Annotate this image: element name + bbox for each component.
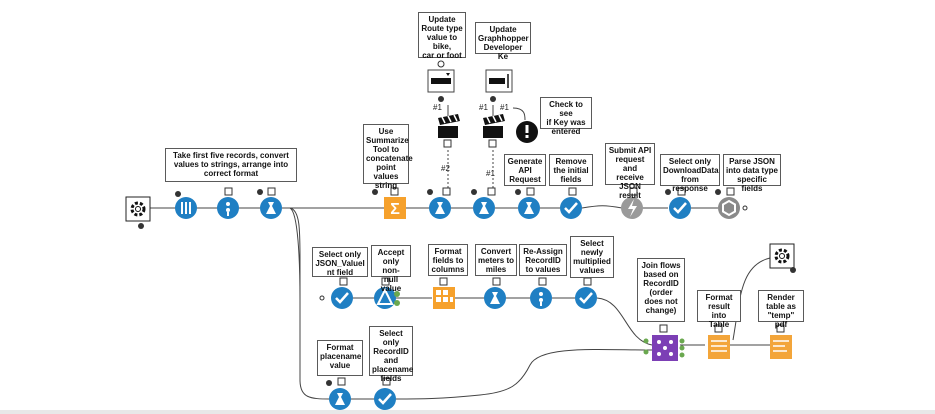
dropdown-interface-node[interactable] [427,60,455,102]
annotation-route-type: Update Route type value to bike, car or … [418,12,466,60]
textbox-interface-node[interactable] [485,69,513,102]
checkmark-icon [378,393,392,405]
annotation-check-key: Check to see if Key was entered [540,97,592,136]
annotation-reassign: Re-Assign RecordID to values [519,244,567,276]
sample-tool-node[interactable] [175,191,197,219]
annotation-remove: Remove the initial fields [549,154,593,186]
flask-icon [490,292,500,304]
canvas-footer [0,410,935,414]
formula-tool-node-3[interactable] [427,187,451,219]
clapper-icon [438,114,460,138]
annotation-first-five: Take first five records, convert values … [165,148,297,182]
download-tool-node[interactable] [621,187,643,219]
hexagon-icon [722,199,736,217]
sigma-icon: Σ [390,201,400,218]
action-label-2: #1 [479,103,488,112]
gear-icon [774,248,790,264]
checkmark-icon [564,202,578,214]
checkmark-icon [335,292,349,304]
flask-icon [266,202,276,214]
flask-icon [479,202,489,214]
action-label-1: #1 [433,103,442,112]
select-jsonvalue-node[interactable] [331,277,353,309]
select-newly-node[interactable] [575,277,597,309]
output-anchor-dot [742,205,748,211]
lightning-icon [628,199,637,217]
annotation-summarize: Use Summarize Tool to concatenate point … [363,124,413,190]
flask-icon [226,202,230,216]
join-icon [657,340,673,356]
json-parse-node[interactable] [715,187,740,219]
test-tubes-icon [181,202,191,214]
input-anchor-dot [319,295,325,301]
annotation-jsonvalue: Select only JSON_ValueI nt field [312,247,368,277]
annotation-format-table: Format result into Table [697,290,741,329]
macro-output-node[interactable] [769,243,796,273]
filter-tool-node[interactable] [374,277,400,309]
action-label-4: #2 [441,164,450,173]
summarize-tool-node[interactable]: Σ [372,187,406,219]
action-tool-node-2[interactable] [483,114,505,148]
flask-icon [335,393,345,405]
checkmark-icon [673,202,687,214]
textbox-icon [489,74,509,88]
test-tool-node[interactable] [516,121,538,143]
grid-icon [436,290,453,302]
crosstab-tool-node[interactable] [433,277,455,309]
join-tool-node[interactable] [643,324,685,361]
formula-tool-node-2[interactable] [257,187,282,219]
convert-miles-node[interactable] [484,277,506,309]
annotation-join: Join flows based on RecordID (order does… [637,258,685,322]
render-icon [773,340,789,352]
formula-tool-node-1[interactable] [217,187,239,219]
triangle-filter-icon [376,287,394,305]
flask-icon [524,202,534,214]
annotation-submit: Submit API request and receive JSON resu… [605,143,655,200]
action-tool-node-1[interactable] [438,114,460,148]
annotation-placename: Format placename value [317,340,363,376]
action-label-5: #1 [486,169,495,178]
annotation-render: Render table as "temp" pdf [758,290,804,329]
annotation-downloaddata: Select only DownloadData from response [660,154,720,193]
table-icon [711,340,727,352]
clapper-icon [483,114,505,138]
format-placename-node[interactable] [326,377,351,410]
gear-icon [130,201,146,217]
select-recordid-node[interactable] [374,377,396,410]
annotation-convert-miles: Convert meters to miles [475,244,517,276]
annotation-newly: Select newly multiplied values [570,236,614,278]
flask-icon [539,292,543,306]
select-remove-node[interactable] [560,187,582,219]
formula-tool-node-4[interactable] [471,187,496,219]
reassign-recordid-node[interactable] [530,277,552,309]
flask-icon [435,202,445,214]
checkmark-icon [579,292,593,304]
annotation-format-columns: Format fields to columns [428,244,468,276]
annotation-generate: Generate API Request [504,154,546,186]
annotation-accept: Accept only non- null value [371,245,411,293]
macro-input-node[interactable] [125,196,151,229]
exclamation-icon [525,125,529,138]
annotation-graphhopper: Update Graphhopper Developer Ke [475,22,531,61]
generate-request-node[interactable] [515,187,540,219]
select-downloaddata-node[interactable] [665,187,691,219]
annotation-parse-json: Parse JSON into data type specific field… [723,154,781,193]
annotation-recordid: Select only RecordID and placename field… [369,326,413,383]
action-label-3: #1 [500,103,509,112]
render-tool-node[interactable] [770,324,792,359]
table-tool-node[interactable] [708,324,730,359]
